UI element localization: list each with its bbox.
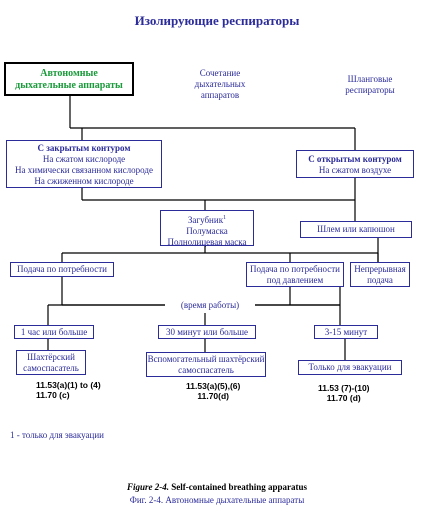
caption-russian: Фиг. 2-4. Автономные дыхательные аппарат… xyxy=(129,495,305,505)
mouthpiece-label: Загубник xyxy=(187,215,224,225)
hose-line-2: респираторы xyxy=(345,85,395,95)
combined-apparatus-label: Сочетание дыхательных аппаратов xyxy=(180,68,260,101)
autonomous-line-1: Автономные xyxy=(40,68,98,79)
combined-line-1: Сочетание xyxy=(199,68,241,78)
work-time-label: (время работы) xyxy=(165,300,255,311)
facepiece-mouthpiece: Загубник1 xyxy=(161,213,253,226)
closed-circuit-line: На химически связанном кислороде xyxy=(15,165,153,175)
open-circuit-heading: С открытым контуром xyxy=(308,154,402,164)
closed-circuit-line: На сжатом кислороде xyxy=(42,154,126,164)
aux-self-rescuer-line-2: самоспасатель xyxy=(178,365,234,375)
open-circuit-box: С открытым контуром На сжатом воздухе xyxy=(296,150,414,178)
open-circuit-line: На сжатом воздухе xyxy=(318,165,392,175)
continuous-line-1: Непрерывная xyxy=(354,264,406,274)
escape-only-box: Только для эвакуации xyxy=(298,360,402,375)
ref-line: 11.70 (c) xyxy=(36,390,70,400)
closed-circuit-heading: С закрытым контуром xyxy=(37,143,131,153)
mine-self-rescuer-line-2: самоспасатель xyxy=(23,363,79,373)
ref-line: 11.70(d) xyxy=(197,391,229,401)
refs-middle: 11.53(a)(5),(6) 11.70(d) xyxy=(186,381,240,401)
helmet-box: Шлем или капюшон xyxy=(300,221,412,238)
page-title: Изолирующие респираторы xyxy=(134,13,300,28)
ref-line: 11.53(a)(5),(6) xyxy=(186,381,241,391)
footnote: 1 - только для эвакуации xyxy=(10,430,104,440)
combined-line-3: аппаратов xyxy=(200,90,240,100)
aux-self-rescuer-line-1: Вспомогательный шахтёрский xyxy=(147,354,265,364)
continuous-supply-box: Непрерывная подача xyxy=(350,262,410,287)
ref-line: 11.53(a)(1) to (4) xyxy=(36,380,101,390)
footnote-marker: 1 xyxy=(223,215,227,221)
mine-self-rescuer-box: Шахтёрский самоспасатель xyxy=(16,350,86,375)
closed-circuit-box: С закрытым контуром На сжатом кислороде … xyxy=(6,140,162,188)
pressure-demand-line-1: Подача по потребности xyxy=(250,264,340,274)
pressure-demand-line-2: под давлением xyxy=(266,275,324,285)
hose-respirators-label: Шланговые респираторы xyxy=(330,74,410,96)
facepiece-box: Загубник1 Полумаска Полнолицевая маска xyxy=(160,210,254,247)
autonomous-apparatus-box: Автономные дыхательные аппараты xyxy=(4,62,134,96)
autonomous-line-2: дыхательные аппараты xyxy=(15,80,123,91)
caption-english: Figure 2-4. Self-contained breathing app… xyxy=(0,482,434,492)
duration-3-15-min-box: 3-15 минут xyxy=(314,325,378,339)
ref-line: 11.53 (7)-(10) xyxy=(318,383,370,393)
continuous-line-2: подача xyxy=(367,275,393,285)
hose-line-1: Шланговые xyxy=(347,74,393,84)
refs-left: 11.53(a)(1) to (4) 11.70 (c) xyxy=(36,380,101,400)
aux-self-rescuer-box: Вспомогательный шахтёрский самоспасатель xyxy=(146,352,266,377)
facepiece-line: Полумаска xyxy=(186,226,228,236)
duration-1-hour-box: 1 час или больше xyxy=(14,325,94,339)
combined-line-2: дыхательных xyxy=(194,79,246,89)
caption-text: Self-contained breathing apparatus xyxy=(171,482,308,492)
refs-right: 11.53 (7)-(10) 11.70 (d) xyxy=(318,383,370,403)
closed-circuit-line: На сжиженном кислороде xyxy=(34,176,134,186)
facepiece-line: Полнолицевая маска xyxy=(167,237,247,247)
mine-self-rescuer-line-1: Шахтёрский xyxy=(27,352,75,362)
caption-figure-number: Figure 2-4. xyxy=(126,482,169,492)
demand-supply-box: Подача по потребности xyxy=(10,262,114,277)
duration-30-min-box: 30 минут или больше xyxy=(158,325,256,339)
ref-line: 11.70 (d) xyxy=(326,393,361,403)
pressure-demand-box: Подача по потребности под давлением xyxy=(246,262,344,287)
